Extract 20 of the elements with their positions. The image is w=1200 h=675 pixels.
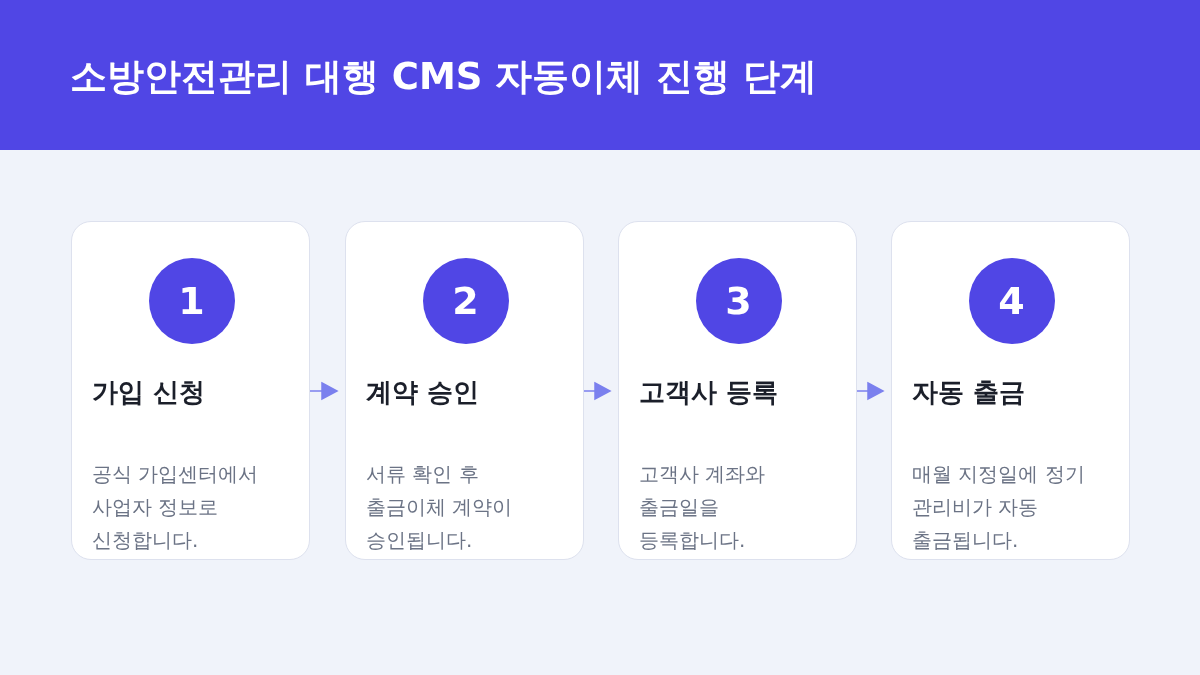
step-heading: 자동 출금 (912, 376, 1026, 409)
step-number-circle: 1 (148, 258, 235, 344)
step-card (891, 221, 1130, 560)
step-number-circle: 2 (422, 258, 509, 344)
step-card (71, 221, 310, 560)
step-card (618, 221, 857, 560)
step-description: 서류 확인 후 출금이체 계약이 승인됩니다. (366, 461, 514, 554)
arrow (309, 382, 339, 400)
title: 소방안전관리 대행 CMS 자동이체 진행 단계 (70, 54, 818, 100)
arrow (856, 382, 885, 400)
step-heading: 가입 신청 (92, 376, 206, 409)
step-description: 매월 지정일에 정기 관리비가 자동 출금됩니다. (912, 461, 1086, 554)
arrow (583, 382, 612, 400)
step-heading: 계약 승인 (366, 376, 480, 409)
step-number-circle: 4 (968, 258, 1055, 344)
step-description: 고객사 계좌와 출금일을 등록합니다. (639, 461, 767, 554)
step-number-circle: 3 (695, 258, 782, 344)
step-description: 공식 가입센터에서 사업자 정보로 신청합니다. (92, 461, 260, 554)
step-card (345, 221, 584, 560)
step-heading: 고객사 등록 (639, 376, 779, 409)
